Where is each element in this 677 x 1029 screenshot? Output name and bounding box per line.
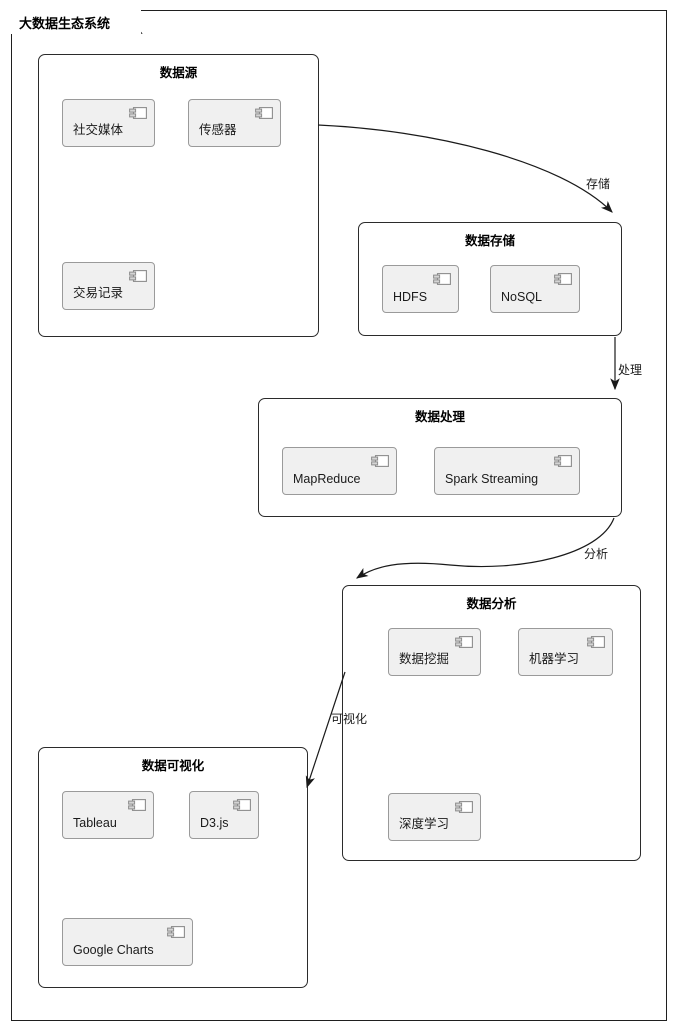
component-label-sensors: 传感器 [199, 123, 237, 137]
component-nosql[interactable]: NoSQL [490, 265, 580, 313]
component-data-mining[interactable]: 数据挖掘 [388, 628, 481, 676]
package-title-data-processing: 数据处理 [414, 410, 465, 424]
component-icon [255, 106, 273, 119]
component-label-d3js: D3.js [200, 816, 229, 830]
diagram-title-label: 大数据生态系统 [19, 15, 111, 31]
component-icon [128, 798, 146, 811]
component-icon [455, 635, 473, 648]
component-d3js[interactable]: D3.js [189, 791, 259, 839]
edge-label-sources-to-storage: 存储 [586, 177, 611, 191]
component-deep-learning[interactable]: 深度学习 [388, 793, 481, 841]
package-title-data-analysis: 数据分析 [466, 597, 517, 611]
component-mapreduce[interactable]: MapReduce [282, 447, 397, 495]
component-icon [554, 454, 572, 467]
component-spark-streaming[interactable]: Spark Streaming [434, 447, 580, 495]
component-machine-learning[interactable]: 机器学习 [518, 628, 613, 676]
diagram-title: 大数据生态系统 [11, 10, 141, 34]
component-label-deep-learning: 深度学习 [399, 817, 450, 831]
component-label-spark-streaming: Spark Streaming [445, 472, 539, 486]
component-label-data-mining: 数据挖掘 [399, 652, 450, 666]
component-icon [455, 800, 473, 813]
edge-label-processing-to-analysis: 分析 [584, 547, 609, 561]
component-icon [129, 106, 147, 119]
component-sensors[interactable]: 传感器 [188, 99, 281, 147]
component-label-hdfs: HDFS [393, 290, 428, 304]
component-label-transactions: 交易记录 [73, 286, 124, 300]
component-label-machine-learning: 机器学习 [529, 652, 580, 666]
component-tableau[interactable]: Tableau [62, 791, 154, 839]
component-hdfs[interactable]: HDFS [382, 265, 459, 313]
component-icon [129, 269, 147, 282]
component-icon [433, 272, 451, 285]
component-label-nosql: NoSQL [501, 290, 542, 304]
component-label-social-media: 社交媒体 [73, 123, 124, 137]
component-icon [587, 635, 605, 648]
component-transactions[interactable]: 交易记录 [62, 262, 155, 310]
component-social-media[interactable]: 社交媒体 [62, 99, 155, 147]
package-data-analysis[interactable]: 数据分析 [342, 585, 641, 861]
package-title-data-sources: 数据源 [159, 66, 198, 80]
component-icon [371, 454, 389, 467]
component-icon [554, 272, 572, 285]
component-label-mapreduce: MapReduce [293, 472, 361, 486]
component-icon [233, 798, 251, 811]
component-label-google-charts: Google Charts [73, 943, 154, 957]
component-label-tableau: Tableau [73, 816, 117, 830]
edge-label-analysis-to-visualization: 可视化 [331, 712, 368, 726]
component-icon [167, 925, 185, 938]
package-title-data-storage: 数据存储 [464, 234, 515, 248]
package-title-data-visualization: 数据可视化 [141, 759, 205, 773]
component-google-charts[interactable]: Google Charts [62, 918, 193, 966]
edge-label-storage-to-processing: 处理 [618, 363, 643, 377]
